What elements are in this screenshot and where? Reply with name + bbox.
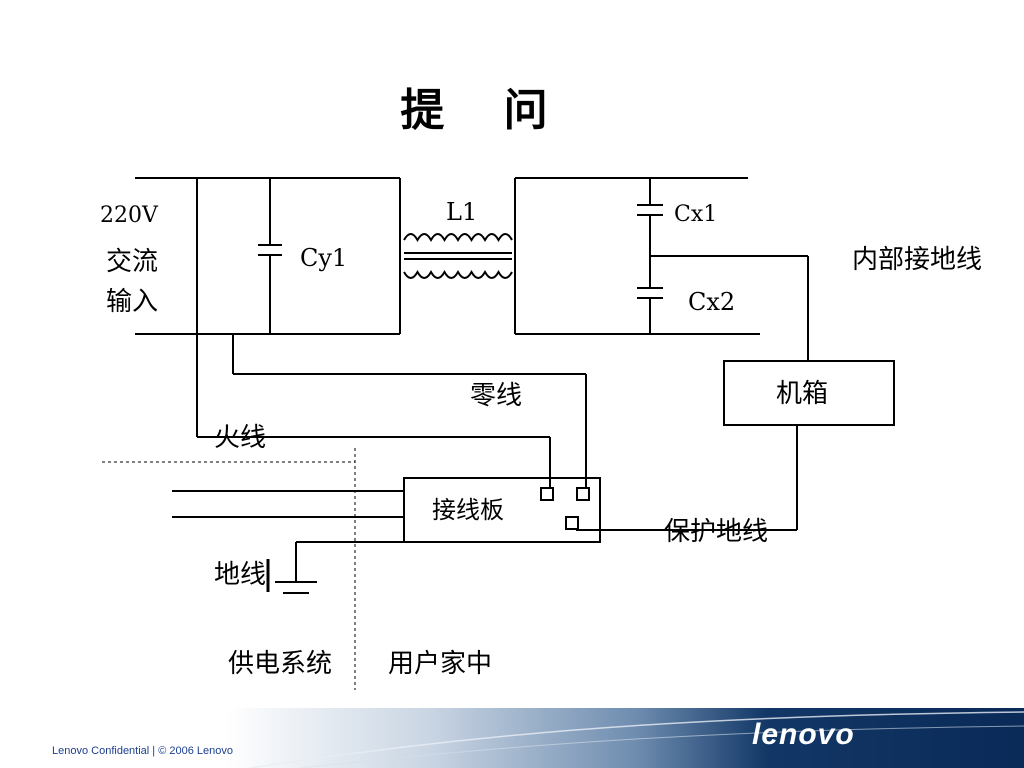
terminal-board-label: 接线板 xyxy=(432,496,504,524)
ac-voltage-label: 220V xyxy=(100,203,159,228)
lenovo-logo: lenovo xyxy=(752,718,855,751)
circuit-diagram: 220V 交流 输入 Cy1 L1 Cx1 Cx2 内部接地线 机箱 零线 火线… xyxy=(100,177,982,690)
supply-system-label: 供电系统 xyxy=(228,649,332,679)
terminal-socket-3 xyxy=(565,516,579,530)
neutral-label: 零线 xyxy=(470,381,522,411)
slide-title: 提 问 xyxy=(400,85,570,136)
l1-winding-top xyxy=(403,233,513,243)
footer-banner xyxy=(0,708,1024,768)
terminal-socket-2 xyxy=(576,487,590,501)
ac-label-line2: 输入 xyxy=(106,287,158,317)
live-label: 火线 xyxy=(214,423,266,453)
earth-label: 地线 xyxy=(214,560,266,590)
ac-label-line1: 交流 xyxy=(106,247,158,277)
cx1-label: Cx1 xyxy=(674,202,717,227)
internal-ground-label: 内部接地线 xyxy=(852,245,982,275)
chassis-label: 机箱 xyxy=(776,379,828,409)
l1-winding-bottom xyxy=(403,269,513,279)
user-home-label: 用户家中 xyxy=(388,649,492,679)
cy1-label: Cy1 xyxy=(300,244,347,272)
chassis-box xyxy=(723,360,895,426)
terminal-board-box xyxy=(403,477,601,543)
terminal-socket-1 xyxy=(540,487,554,501)
cx2-label: Cx2 xyxy=(688,288,735,316)
l1-label: L1 xyxy=(446,198,477,226)
protective-ground-label: 保护地线 xyxy=(664,517,768,547)
footer-confidential: Lenovo Confidential | © 2006 Lenovo xyxy=(52,745,233,757)
